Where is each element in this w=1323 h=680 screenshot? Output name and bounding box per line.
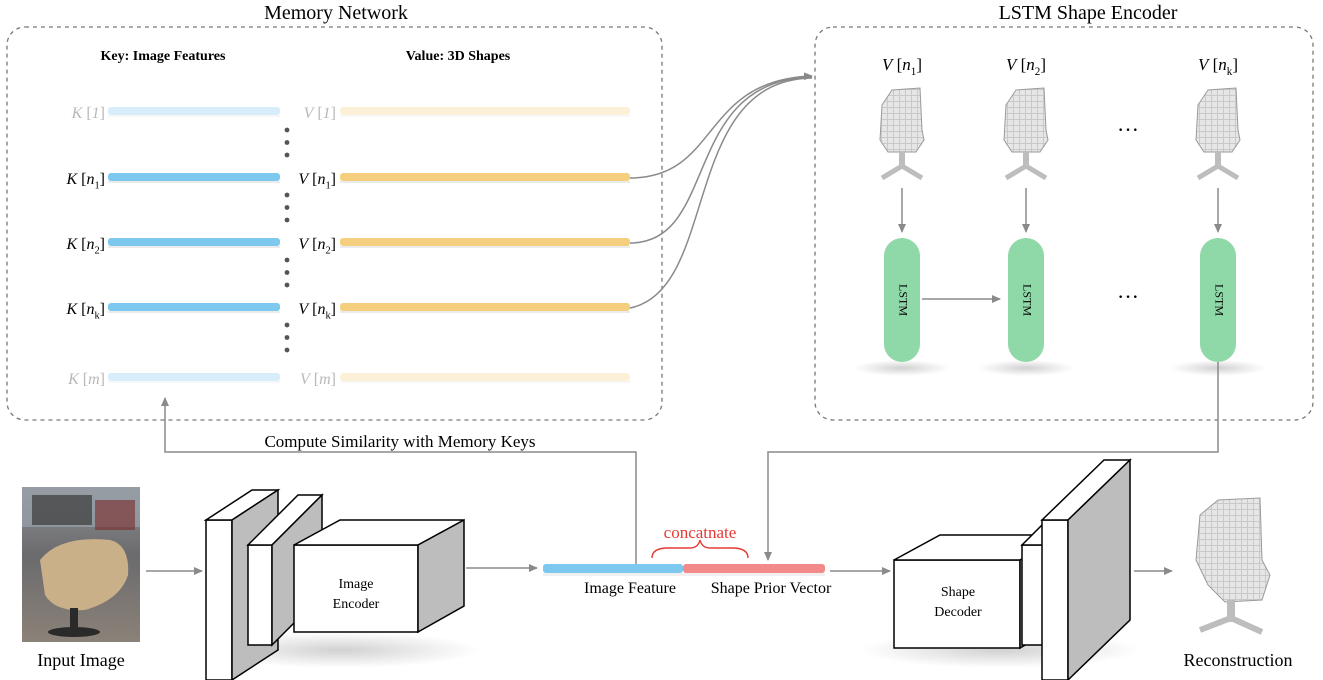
image-feature-vector [543, 564, 683, 573]
similarity-label: Compute Similarity with Memory Keys [264, 432, 535, 451]
memory-ellipsis-dots [284, 127, 290, 353]
memory-network-panel: Memory Network Key: Image Features Value… [6, 2, 663, 421]
memory-row: K [n1] V [n1] [65, 171, 630, 191]
value-label: V [n1] [298, 171, 336, 191]
shape-prior-vector [683, 564, 825, 573]
ellipsis-dot [284, 322, 290, 328]
key-bar [108, 238, 280, 246]
key-label: K [nk] [65, 301, 105, 321]
shape-decoder-label-line1: Shape [941, 585, 975, 600]
memory-row: K [m] V [m] [67, 371, 630, 388]
value-bar [340, 303, 630, 311]
lstm-cell-label: LSTM [1020, 284, 1034, 316]
lstm-columns: V [n1] LSTM V [n2] LSTM V [nk] LSTM [854, 55, 1266, 376]
value-bar [340, 173, 630, 181]
ellipsis-dot [284, 270, 290, 275]
lstm-cell [1200, 238, 1236, 362]
ellipsis-dot [284, 347, 290, 353]
lstm-cell [884, 238, 920, 362]
key-label: K [1] [71, 105, 105, 122]
similarity-path [161, 397, 637, 564]
memory-rows: K [1] V [1] K [n1] V [n1] K [n2] V [n2] K [nk]… [65, 105, 630, 388]
memory-network-title: Memory Network [264, 2, 408, 24]
ellipsis-dot [284, 140, 290, 145]
concat-brace [651, 539, 749, 559]
ellipsis-dot [284, 127, 290, 133]
lstm-column: V [n1] LSTM [854, 55, 950, 376]
voxel-chair-shape [1195, 87, 1241, 181]
image-encoder-label-line1: Image [339, 577, 374, 592]
key-bar [108, 107, 280, 115]
key-label: K [n2] [65, 236, 105, 256]
shape-ellipsis: ··· [1117, 117, 1139, 142]
memory-row: K [1] V [1] [71, 105, 630, 122]
ellipsis-dot [284, 152, 290, 158]
reconstruction-label: Reconstruction [1184, 650, 1293, 670]
value-label: V [m] [300, 371, 336, 388]
shape-label: V [n2] [1006, 55, 1046, 78]
reconstruction-shape [1195, 497, 1271, 635]
shape-prior-label: Shape Prior Vector [711, 580, 832, 597]
ellipsis-dot [284, 257, 290, 263]
ellipsis-dot [284, 205, 290, 210]
value-bar [340, 373, 630, 381]
value-label: V [nk] [298, 301, 336, 321]
shape-label: V [n1] [882, 55, 922, 78]
shape-label: V [nk] [1198, 55, 1238, 78]
memory-row: K [n2] V [n2] [65, 236, 630, 256]
key-bar [108, 173, 280, 181]
value-bar [340, 107, 630, 115]
image-feature-label: Image Feature [584, 580, 676, 597]
ellipsis-dot [284, 335, 290, 340]
shape-decoder [860, 458, 1140, 680]
lstm-output-path [764, 362, 1219, 561]
lstm-encoder-title: LSTM Shape Encoder [999, 2, 1178, 24]
lstm-ellipsis: ··· [1117, 284, 1139, 309]
value-label: V [n2] [298, 236, 336, 256]
lstm-column: V [nk] LSTM [1170, 55, 1266, 376]
image-encoder [200, 488, 480, 680]
shape-decoder-label-line2: Decoder [934, 605, 982, 620]
key-label: K [n1] [65, 171, 105, 191]
memory-row: K [nk] V [nk] [65, 301, 630, 321]
pipeline: Input Image Image Encoder Image Feature … [22, 362, 1292, 680]
key-bar [108, 303, 280, 311]
lstm-cell-label: LSTM [896, 284, 910, 316]
voxel-chair-shape [1003, 87, 1049, 181]
value-label: V [1] [304, 105, 336, 122]
input-image [22, 487, 140, 642]
ellipsis-dot [284, 282, 290, 288]
key-column-header: Key: Image Features [101, 49, 226, 64]
value-to-lstm-curves [629, 72, 813, 309]
value-column-header: Value: 3D Shapes [406, 49, 511, 64]
input-image-label: Input Image [37, 650, 124, 670]
voxel-chair-shape [879, 87, 925, 181]
ellipsis-dot [284, 192, 290, 198]
key-bar [108, 373, 280, 381]
lstm-column: V [n2] LSTM [978, 55, 1074, 376]
concat-label: concatnate [664, 523, 737, 542]
value-bar [340, 238, 630, 246]
lstm-cell [1008, 238, 1044, 362]
image-encoder-label-line2: Encoder [333, 597, 380, 612]
key-label: K [m] [67, 371, 105, 388]
ellipsis-dot [284, 217, 290, 223]
lstm-cell-label: LSTM [1212, 284, 1226, 316]
